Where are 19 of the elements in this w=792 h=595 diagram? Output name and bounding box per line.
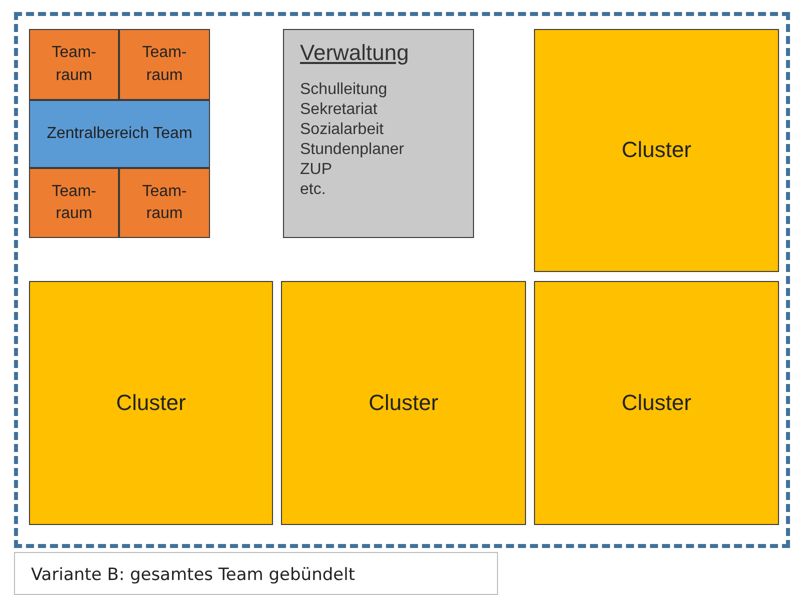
- cluster-room-label: Cluster: [29, 281, 273, 525]
- function-item: ZUP: [300, 160, 333, 180]
- team-room-label: Team- raum: [29, 168, 119, 238]
- room-heading: Verwaltung: [300, 40, 410, 66]
- central-area-label: Zentralbereich Team: [29, 100, 210, 168]
- function-item: Sekretariat: [300, 100, 378, 120]
- function-item: Stundenplaner: [300, 140, 406, 160]
- team-room-label: Team- raum: [29, 29, 119, 100]
- cluster-room-label: Cluster: [281, 281, 526, 525]
- function-item: Schulleitung: [300, 80, 388, 100]
- cluster-room-label: Cluster: [534, 281, 779, 525]
- function-item: etc.: [300, 180, 327, 200]
- function-item: Sozialarbeit: [300, 120, 385, 140]
- cluster-room-label: Cluster: [534, 29, 779, 272]
- caption: Variante B: gesamtes Team gebündelt: [14, 552, 498, 595]
- administration-room: [283, 29, 474, 238]
- building-outline: [14, 12, 790, 548]
- team-room-label: Team- raum: [119, 29, 210, 100]
- team-room-label: Team- raum: [119, 168, 210, 238]
